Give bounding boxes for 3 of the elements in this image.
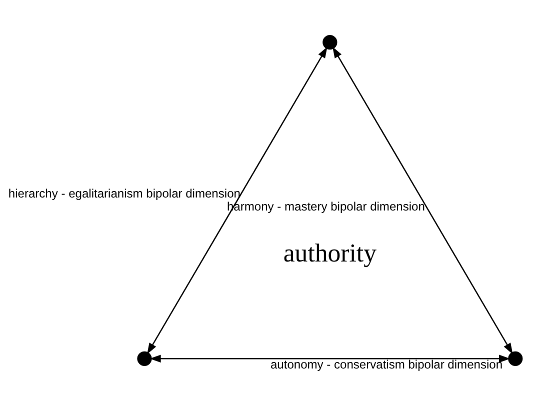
edge-label: hierarchy - egalitarianism bipolar dimension: [8, 186, 240, 200]
edge-label: autonomy - conservatism bipolar dimension: [270, 356, 503, 371]
label: authority: [283, 238, 377, 268]
